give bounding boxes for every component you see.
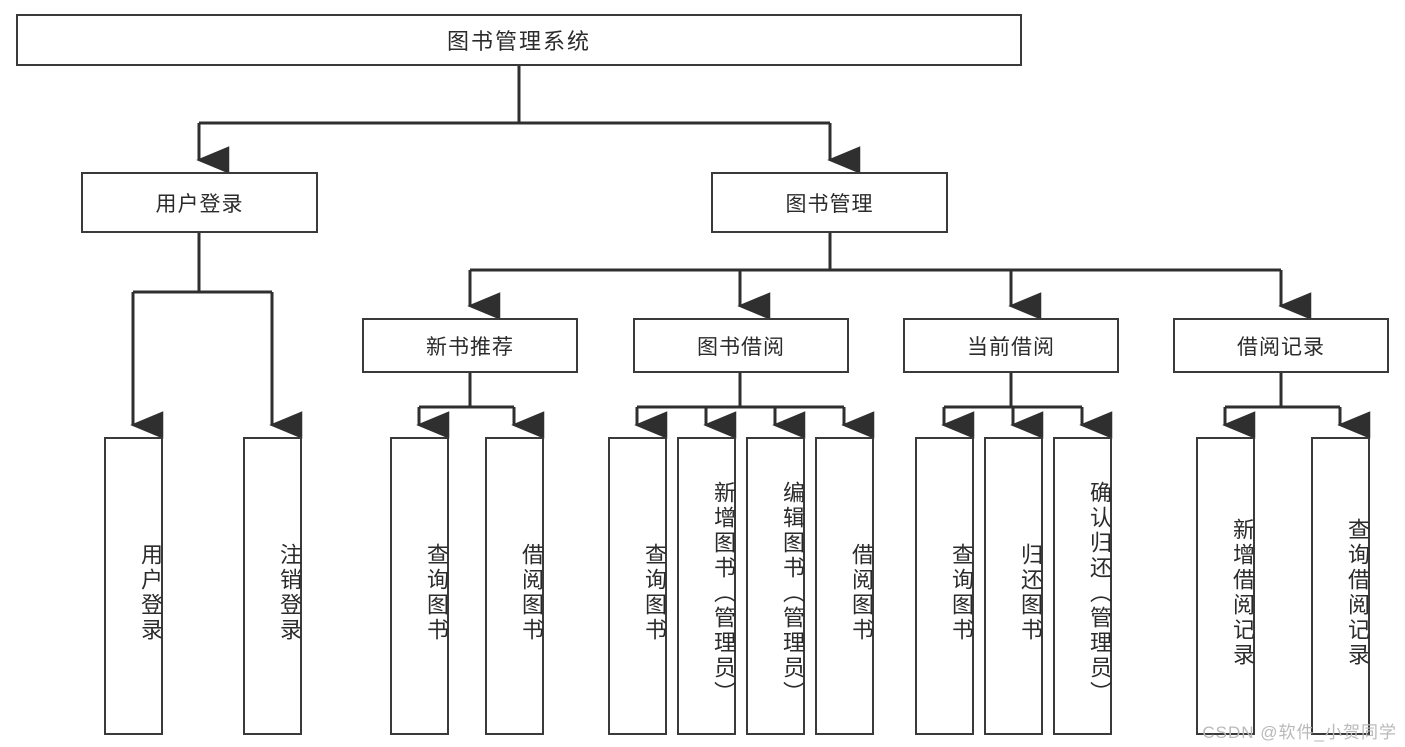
leaf-user-login-signin[interactable]: 用户登录 bbox=[104, 437, 163, 735]
leaf-borrow-borrow-book[interactable]: 借阅图书 bbox=[815, 437, 874, 735]
leaf-current-return-book[interactable]: 归还图书 bbox=[984, 437, 1043, 735]
leaf-borrow-query-book[interactable]: 查询图书 bbox=[608, 437, 667, 735]
leaf-label: 查询图书 bbox=[424, 543, 449, 643]
node-borrow-record[interactable]: 借阅记录 bbox=[1173, 318, 1389, 373]
node-book-management[interactable]: 图书管理 bbox=[711, 172, 948, 233]
leaf-recommend-borrow-book[interactable]: 借阅图书 bbox=[485, 437, 544, 735]
leaf-label: 借阅图书 bbox=[849, 543, 874, 643]
leaf-borrow-edit-book-admin[interactable]: 编辑图书（管理员） bbox=[746, 437, 805, 735]
node-book-borrow[interactable]: 图书借阅 bbox=[633, 318, 849, 373]
leaf-borrow-add-book-admin[interactable]: 新增图书（管理员） bbox=[677, 437, 736, 735]
leaf-label: 借阅图书 bbox=[519, 543, 544, 643]
leaf-label: 归还图书 bbox=[1018, 543, 1043, 643]
node-root-system[interactable]: 图书管理系统 bbox=[16, 14, 1022, 66]
leaf-user-login-signout[interactable]: 注销登录 bbox=[243, 437, 302, 735]
leaf-label: 查询图书 bbox=[642, 543, 667, 643]
csdn-watermark: CSDN @软件_小贺同学 bbox=[1202, 723, 1397, 742]
leaf-label: 新增图书（管理员） bbox=[711, 480, 736, 706]
leaf-current-confirm-return-admin[interactable]: 确认归还（管理员） bbox=[1053, 437, 1112, 735]
leaf-recommend-query-book[interactable]: 查询图书 bbox=[390, 437, 449, 735]
leaf-current-query-book[interactable]: 查询图书 bbox=[915, 437, 974, 735]
node-user-login[interactable]: 用户登录 bbox=[81, 172, 318, 233]
leaf-label: 编辑图书（管理员） bbox=[780, 480, 805, 706]
node-new-book-recommend[interactable]: 新书推荐 bbox=[362, 318, 578, 373]
leaf-label: 查询图书 bbox=[949, 543, 974, 643]
leaf-label: 新增借阅记录 bbox=[1230, 518, 1255, 668]
node-current-borrow[interactable]: 当前借阅 bbox=[903, 318, 1119, 373]
leaf-record-query-record[interactable]: 查询借阅记录 bbox=[1311, 437, 1370, 735]
leaf-label: 用户登录 bbox=[138, 543, 163, 643]
leaf-label: 注销登录 bbox=[277, 543, 302, 643]
leaf-label: 查询借阅记录 bbox=[1345, 518, 1370, 668]
leaf-label: 确认归还（管理员） bbox=[1087, 480, 1112, 706]
leaf-record-add-record[interactable]: 新增借阅记录 bbox=[1196, 437, 1255, 735]
